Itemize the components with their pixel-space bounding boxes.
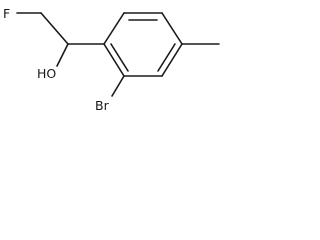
bond-ch2-chohh — [40, 12, 69, 45]
ring-bond-1 — [103, 12, 125, 45]
ring-double-bond-left — [110, 43, 129, 72]
bond-ring-br — [111, 75, 125, 97]
ring-bond-4 — [161, 43, 183, 77]
ring-bond-6 — [103, 43, 125, 77]
structure-canvas: F HO Br — [0, 0, 230, 121]
hydroxyl-label: HO — [37, 66, 56, 81]
fluorine-label: F — [3, 6, 10, 21]
ring-double-bond-right — [157, 43, 176, 72]
bond-ch-oh — [56, 43, 69, 67]
molecule-structure: F HO Br — [3, 6, 220, 113]
ring-bond-3 — [161, 12, 183, 45]
bromine-label: Br — [95, 98, 110, 113]
